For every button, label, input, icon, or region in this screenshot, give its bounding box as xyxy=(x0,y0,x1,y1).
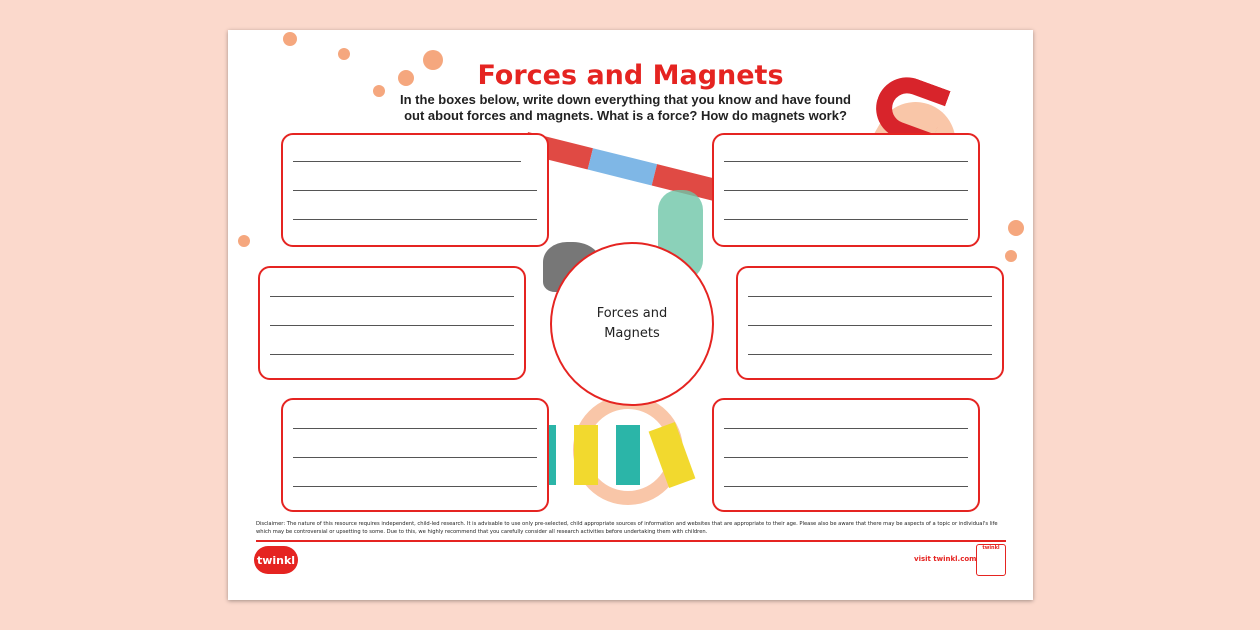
center-label: Forces and xyxy=(596,306,668,321)
write-box-bottom-left[interactable] xyxy=(281,398,549,512)
forces-shapes-icon xyxy=(528,410,738,500)
twinkl-logo[interactable]: twinkl xyxy=(254,546,298,574)
write-box-middle-left[interactable] xyxy=(258,266,526,380)
write-box-bottom-right[interactable] xyxy=(712,398,980,512)
center-label-2: Magnets xyxy=(604,326,660,341)
write-box-middle-right[interactable] xyxy=(736,266,1004,380)
badge-text: twinkl xyxy=(982,545,1000,551)
instructions: In the boxes below, write down everythin… xyxy=(400,92,851,123)
footer-divider xyxy=(256,540,1006,542)
quality-badge: twinkl xyxy=(976,544,1006,576)
write-box-top-right[interactable] xyxy=(712,133,980,247)
visit-link[interactable]: visit twinkl.com xyxy=(914,555,977,563)
disclaimer: Disclaimer: The nature of this resource … xyxy=(256,521,998,535)
write-box-top-left[interactable] xyxy=(281,133,549,247)
page-title: Forces and Magnets xyxy=(477,60,784,91)
